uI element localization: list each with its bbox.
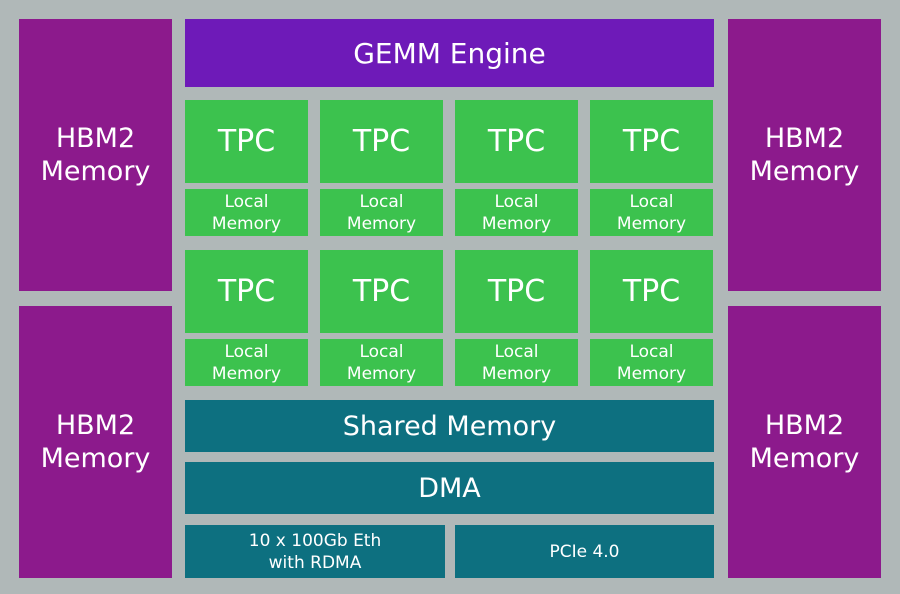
local-memory-label: Local xyxy=(494,341,539,362)
shared-memory: Shared Memory xyxy=(185,400,714,452)
hbm-label: HBM2 xyxy=(764,410,845,441)
local-memory-label: Local xyxy=(629,341,674,362)
local-memory-label: Local xyxy=(224,341,269,362)
local-memory-label: Memory xyxy=(211,213,282,234)
local-memory-label: Local xyxy=(494,191,539,212)
tpc-block: TPC xyxy=(455,100,578,183)
local-memory-label: Memory xyxy=(346,363,417,384)
hbm-label: HBM2 xyxy=(55,410,136,441)
local-memory-label: Memory xyxy=(616,363,687,384)
gemm-engine: GEMM Engine xyxy=(185,19,714,87)
local-memory-label: Memory xyxy=(211,363,282,384)
tpc-block: TPC xyxy=(185,100,308,183)
local-memory-label: Local xyxy=(224,191,269,212)
hbm-label: Memory xyxy=(749,156,860,187)
tpc-block: TPC xyxy=(320,250,443,333)
local-memory-label: Memory xyxy=(481,363,552,384)
hbm-label: Memory xyxy=(40,156,151,187)
tpc-block: TPC xyxy=(455,250,578,333)
tpc-block: TPC xyxy=(320,100,443,183)
tpc-block: TPC xyxy=(590,250,713,333)
hbm-label: Memory xyxy=(40,443,151,474)
dma: DMA xyxy=(185,462,714,514)
local-memory-label: Local xyxy=(359,191,404,212)
tpc-block: TPC xyxy=(185,250,308,333)
tpc-block: TPC xyxy=(590,100,713,183)
ethernet-label: with RDMA xyxy=(268,552,362,573)
local-memory-label: Local xyxy=(629,191,674,212)
hbm-label: Memory xyxy=(749,443,860,474)
local-memory-label: Memory xyxy=(616,213,687,234)
hbm-label: HBM2 xyxy=(764,123,845,154)
hbm-label: HBM2 xyxy=(55,123,136,154)
ethernet-label: 10 x 100Gb Eth xyxy=(248,530,382,551)
local-memory-label: Local xyxy=(359,341,404,362)
local-memory-label: Memory xyxy=(346,213,417,234)
pcie: PCIe 4.0 xyxy=(455,525,714,578)
local-memory-label: Memory xyxy=(481,213,552,234)
